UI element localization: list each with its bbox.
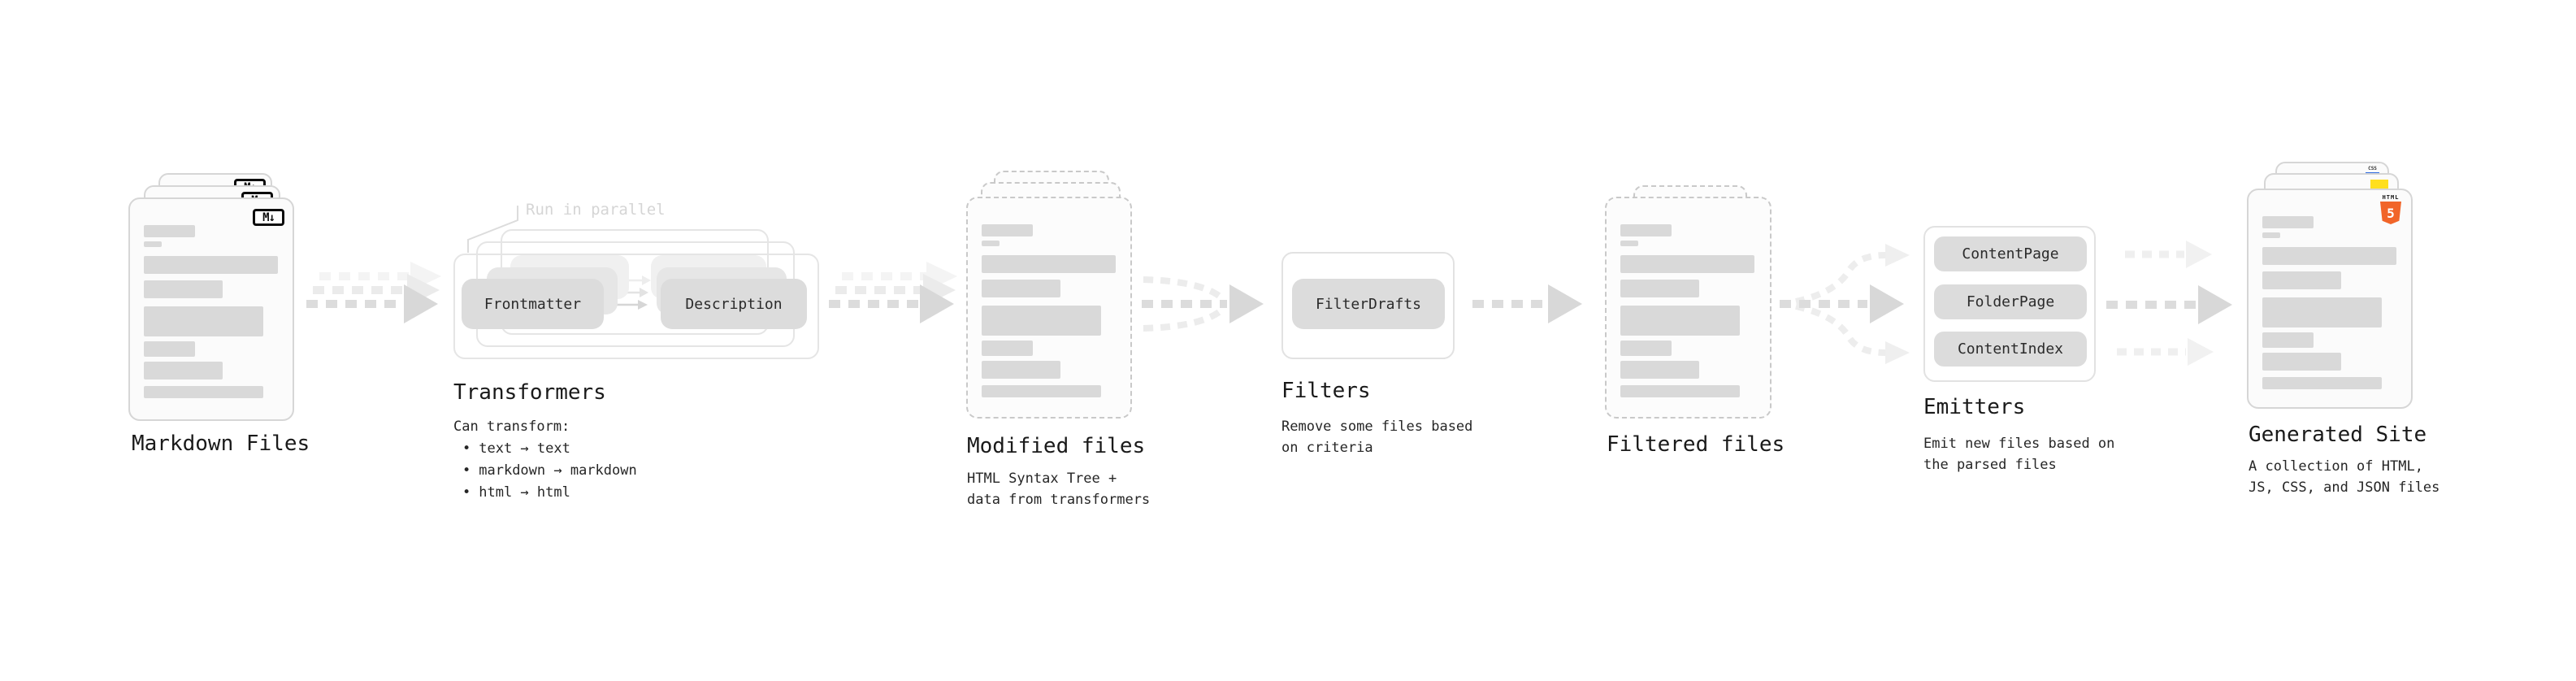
generated-file-card-html: HTML 5 — [2247, 189, 2413, 409]
text-line-placeholder — [144, 386, 263, 398]
run-in-parallel-callout-line — [467, 206, 518, 253]
text-line-placeholder — [1620, 361, 1699, 379]
text-line-placeholder — [1620, 306, 1740, 336]
arrow-markdown-to-transformers-icon — [306, 262, 441, 323]
emitters-description: Emit new files based on the parsed files — [1923, 436, 2115, 473]
text-line-placeholder — [2262, 297, 2382, 327]
text-line-placeholder — [144, 362, 223, 380]
text-line-placeholder — [982, 280, 1060, 297]
text-line-placeholder — [144, 241, 162, 247]
folderpage-pill: FolderPage — [1934, 284, 2087, 319]
text-line-placeholder — [144, 225, 195, 237]
markdown-files-title: Markdown Files — [132, 432, 310, 456]
text-line-placeholder — [982, 306, 1101, 336]
text-line-placeholder — [982, 385, 1101, 397]
text-line-placeholder — [982, 224, 1033, 236]
text-line-placeholder — [1620, 241, 1638, 246]
emitters-title: Emitters — [1923, 395, 2026, 419]
text-line-placeholder — [1620, 255, 1754, 273]
markdown-icon: M↓ — [253, 209, 284, 226]
arrow-emitters-to-generated-icon — [2106, 241, 2232, 366]
html5-icon: HTML 5 — [2380, 194, 2401, 224]
text-line-placeholder — [144, 306, 263, 336]
text-line-placeholder — [982, 340, 1033, 356]
text-line-placeholder — [1620, 224, 1672, 236]
generated-site-title: Generated Site — [2249, 423, 2427, 447]
text-line-placeholder — [982, 241, 1000, 246]
text-line-placeholder — [144, 280, 223, 298]
transform-bullet-item: •html → html — [462, 484, 570, 501]
markdown-file-card-front: M↓ — [128, 197, 294, 421]
description-pill: Description — [661, 279, 807, 329]
text-line-placeholder — [2262, 332, 2314, 348]
text-line-placeholder — [1620, 385, 1740, 397]
text-line-placeholder — [1620, 340, 1672, 356]
text-line-placeholder — [982, 255, 1116, 273]
javascript-icon — [2370, 180, 2388, 190]
arrow-modified-to-filters-icon — [1142, 276, 1264, 332]
filterdrafts-pill: FilterDrafts — [1292, 279, 1445, 329]
arrow-transformers-to-modified-icon — [829, 262, 957, 323]
text-line-placeholder — [2262, 377, 2382, 389]
filters-description: Remove some files based on criteria — [1281, 419, 1473, 456]
modified-files-title: Modified files — [967, 434, 1146, 458]
modified-file-card-front — [966, 197, 1132, 419]
transform-bullet-item: •text → text — [462, 440, 570, 457]
transformers-title: Transformers — [453, 380, 606, 405]
text-line-placeholder — [2262, 216, 2314, 228]
filtered-files-title: Filtered files — [1607, 432, 1785, 457]
contentindex-pill: ContentIndex — [1934, 332, 2087, 367]
text-line-placeholder — [2262, 353, 2341, 371]
generated-site-description: A collection of HTML, JS, CSS, and JSON … — [2249, 458, 2440, 496]
arrow-filtered-to-emitters-icon — [1780, 244, 1910, 364]
transformer-card-front — [453, 254, 819, 359]
text-line-placeholder — [982, 361, 1060, 379]
filtered-file-card-front — [1605, 197, 1772, 419]
text-line-placeholder — [2262, 232, 2280, 238]
transform-bullet-item: •markdown → markdown — [462, 462, 637, 479]
arrow-filters-to-filtered-icon — [1472, 284, 1582, 323]
text-line-placeholder — [2262, 247, 2396, 265]
run-in-parallel-annotation: Run in parallel — [526, 201, 666, 219]
transformers-description: Can transform: •text → text •markdown → … — [453, 416, 637, 504]
text-line-placeholder — [1620, 280, 1699, 297]
text-line-placeholder — [2262, 271, 2341, 289]
can-transform-heading: Can transform: — [453, 419, 570, 435]
text-line-placeholder — [144, 341, 195, 357]
modified-files-description: HTML Syntax Tree + data from transformer… — [967, 471, 1151, 508]
text-line-placeholder — [144, 256, 278, 274]
frontmatter-pill: Frontmatter — [462, 279, 604, 329]
contentpage-pill: ContentPage — [1934, 236, 2087, 271]
filters-title: Filters — [1281, 379, 1371, 403]
